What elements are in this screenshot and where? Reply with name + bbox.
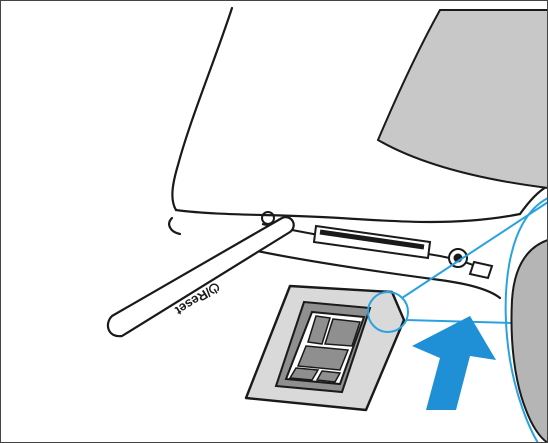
sim-card — [246, 286, 404, 410]
port-cover: ⏻/Reset — [108, 217, 294, 336]
insert-arrow-icon — [412, 316, 496, 410]
router-screen — [378, 10, 548, 188]
detail-magnified-corner — [512, 240, 548, 443]
